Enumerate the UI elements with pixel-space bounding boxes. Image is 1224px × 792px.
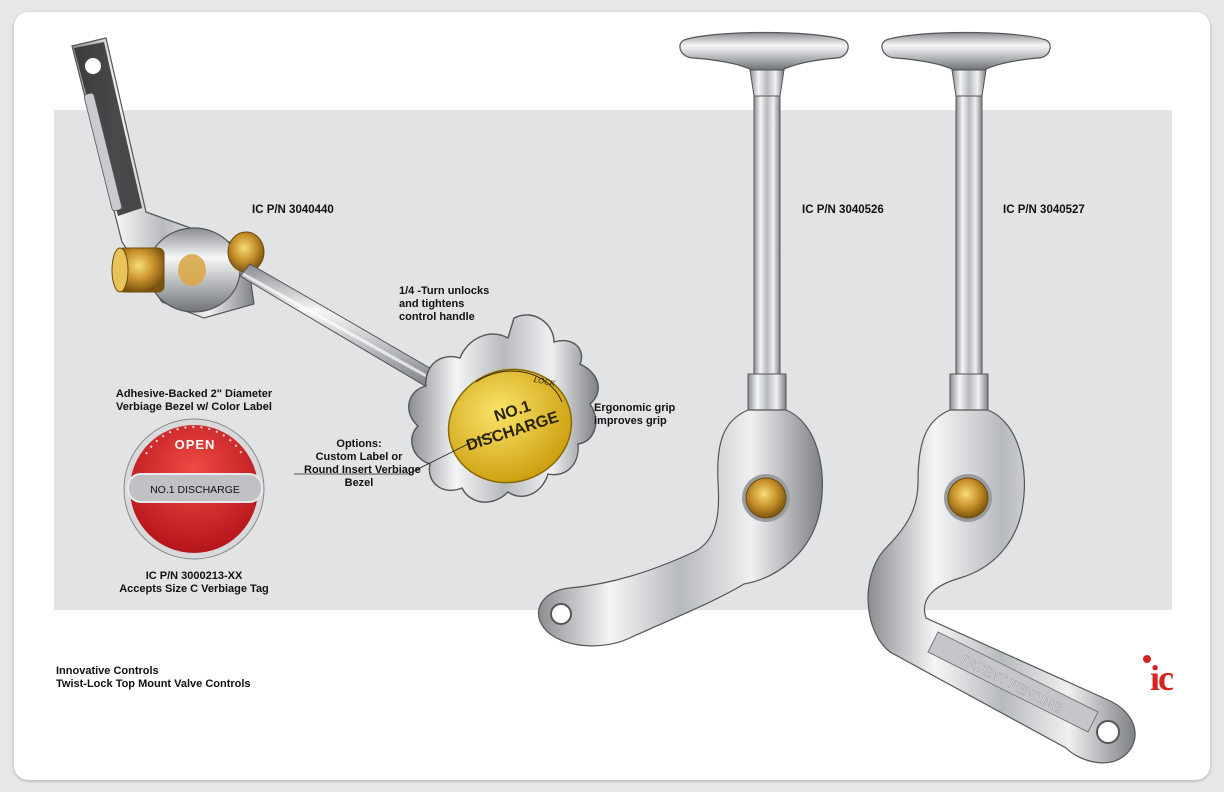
product-illustration: NO.1 DISCHARGE LOCK OPEN NO.1 DISCHARGE	[71, 31, 1136, 764]
star-knob	[408, 314, 599, 503]
options-callout: Options: Custom Label or Round Insert Ve…	[304, 438, 421, 489]
part-number-3040440: IC P/N 3040440	[252, 204, 334, 216]
bezel-label-text: NO.1 DISCHARGE	[150, 484, 240, 496]
bezel-open-text: OPEN	[175, 437, 216, 452]
options-leader-line	[407, 431, 493, 475]
bezel-part-number-callout: IC P/N 3000213-XX Accepts Size C Verbiag…	[119, 570, 269, 595]
t-handle-3040527	[867, 31, 1136, 764]
logo-text: ic	[1150, 658, 1174, 694]
product-line-title: Twist-Lock Top Mount Valve Controls	[56, 678, 251, 690]
bezel-title-callout: Adhesive-Backed 2" Diameter Verbiage Bez…	[115, 388, 273, 413]
t-handle-3040526	[538, 31, 849, 647]
product-sheet: NO.1 DISCHARGE LOCK OPEN NO.1 DISCHARGE	[14, 12, 1210, 780]
ic-logo: ic	[1138, 654, 1184, 694]
ergonomic-grip-callout: Ergonomic grip improves grip	[594, 402, 676, 427]
company-name: Innovative Controls	[56, 665, 159, 677]
part-number-3040527: IC P/N 3040527	[1003, 204, 1085, 216]
quarter-turn-callout: 1/4 -Turn unlocks and tightens control h…	[399, 285, 490, 323]
verbiage-bezel	[123, 418, 265, 560]
footer-text: Innovative Controls Twist-Lock Top Mount…	[56, 665, 251, 691]
part-number-3040526: IC P/N 3040526	[802, 204, 884, 216]
lever-handle-3040440	[71, 37, 455, 397]
